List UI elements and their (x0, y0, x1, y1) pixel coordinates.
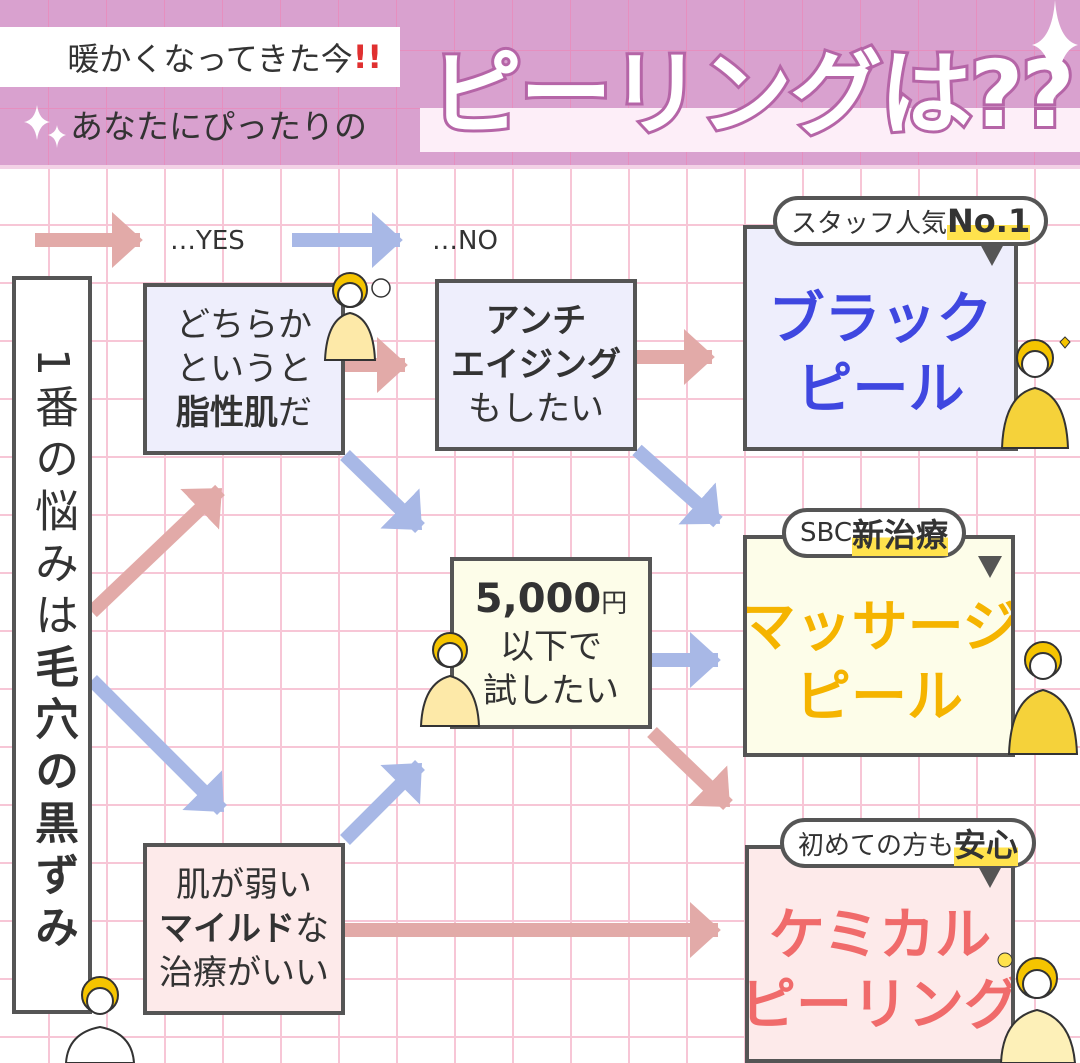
question-bold: 5,000 (474, 575, 602, 622)
woman-pondering-illustration (419, 632, 481, 727)
start-box: 1番の悩みは毛穴の黒ずみ (12, 276, 92, 1014)
subtitle-2: あなたにぴったりの (70, 107, 367, 146)
badge-bold: No.1 (947, 202, 1031, 240)
question-text: どちらか (176, 304, 312, 345)
arrow-q3-yes (647, 726, 733, 811)
arrow-start-no (87, 675, 227, 815)
arrow-start-yes (87, 484, 225, 618)
woman-idea-illustration (997, 952, 1077, 1063)
woman-praying-illustration (1007, 641, 1079, 755)
result-chemical-peeling: ケミカル ピーリング (745, 845, 1015, 1063)
badge-text: SBC (800, 518, 853, 548)
badge-bold: 安心 (954, 820, 1019, 866)
title-underlay (420, 108, 1080, 152)
result-black-peel: ブラック ピール (743, 225, 1018, 451)
question-sensitive-skin: 肌が弱い マイルドな 治療がいい (143, 843, 345, 1015)
arrow-q4-no (340, 760, 425, 845)
sparkle-icon (24, 105, 66, 148)
bubble-tail (978, 866, 1002, 888)
question-bold: マイルド (159, 908, 295, 949)
result-title: マッサージ (743, 595, 1015, 660)
badge-text: スタッフ人気 (791, 208, 948, 239)
result-massage-peel: マッサージ ピール (743, 535, 1015, 757)
subtitle-1-text: 暖かくなってきた今 (67, 40, 353, 78)
legend-no-label: …NO (432, 226, 498, 256)
result-title: ピール (796, 357, 965, 422)
badge-beginner-safe: 初めての方も安心 (780, 818, 1037, 868)
question-text: だ (278, 393, 312, 434)
question-budget: 5,000円 以下で 試したい (450, 557, 652, 729)
result-title: ブラック (768, 287, 993, 352)
bubble-tail (978, 556, 1002, 578)
legend-yes-label: …YES (170, 226, 245, 256)
page-title: ピーリングは?? (427, 38, 1078, 151)
question-bold: アンチ (485, 300, 587, 341)
question-text: な (295, 908, 329, 949)
result-title: ピール (795, 665, 963, 730)
sparkle-icon (1032, 0, 1078, 100)
woman-thinking-illustration (323, 272, 391, 361)
start-text: 1番の悩みは (27, 348, 78, 644)
question-text: 以下で (500, 626, 602, 667)
arrow-q1-no (340, 449, 425, 534)
question-oily-skin: どちらか というと 脂性肌だ (143, 283, 345, 455)
woman-worried-illustration (64, 976, 136, 1063)
question-text: 試したい (483, 671, 619, 711)
question-bold: 脂性肌 (176, 393, 278, 434)
question-text: 円 (601, 588, 628, 619)
question-anti-aging: アンチ エイジング もしたい (435, 279, 637, 451)
badge-bold: 新治療 (852, 510, 949, 556)
arrow-q2-no (632, 444, 723, 528)
start-bold-text: 毛穴の黒ずみ (27, 644, 78, 956)
question-text: というと (176, 348, 312, 389)
question-text: 肌が弱い (176, 864, 312, 905)
question-bold: エイジング (451, 344, 621, 385)
question-text: 治療がいい (159, 953, 329, 994)
result-title: ピーリング (745, 973, 1015, 1038)
badge-text: 初めての方も (798, 830, 955, 861)
bubble-tail (980, 244, 1004, 266)
subtitle-1: 暖かくなってきた今!! (0, 27, 400, 87)
woman-waving-illustration (1000, 336, 1071, 449)
question-text: もしたい (468, 389, 604, 430)
result-title: ケミカル (768, 903, 992, 968)
subtitle-exclaim: !! (352, 38, 382, 76)
